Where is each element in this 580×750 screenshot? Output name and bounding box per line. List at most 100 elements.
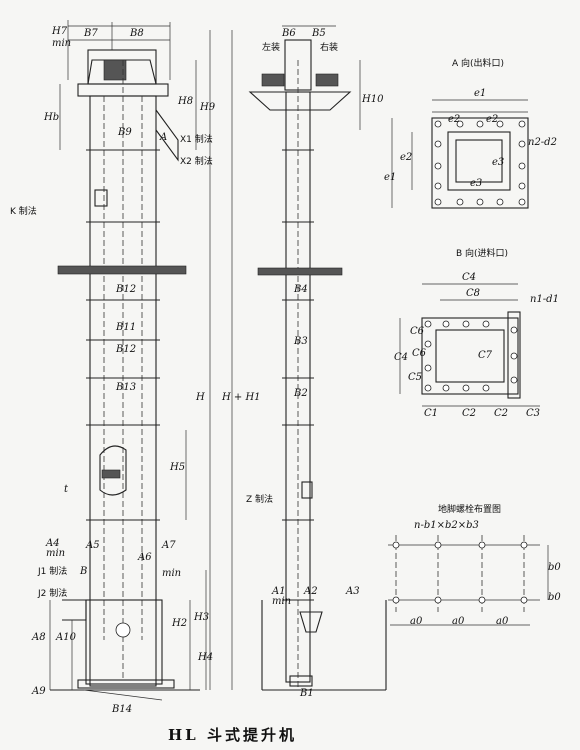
bolt-hole (434, 198, 442, 206)
side-dim-label: B6 (281, 28, 296, 39)
front-dim-label: H9 (199, 102, 216, 113)
bolt-hole (392, 541, 400, 549)
bolt-hole (496, 198, 504, 206)
front-dim-label: H5 (169, 462, 185, 473)
front-dim-label: B14 (111, 704, 132, 715)
side-dim-label: B2 (293, 388, 308, 399)
front-dim-label: A9 (31, 686, 46, 697)
front-dim-label: A7 (161, 540, 176, 551)
front-dim-label: B12 (115, 344, 136, 355)
front-dim-label: B8 (129, 28, 144, 39)
view-a-dim-label: e2 (486, 114, 498, 125)
anchor-dim-label: b0 (548, 562, 561, 573)
bolt-hole (520, 596, 528, 604)
view-a-dim-label: e2 (448, 114, 460, 125)
bolt-hole (456, 120, 464, 128)
side-dim-label: B1 (299, 688, 314, 699)
view-a-dim-label: e1 (384, 172, 396, 183)
view-b-dim-label: n1-d1 (530, 294, 559, 305)
view-b-dim-label: C5 (408, 372, 422, 383)
front-dim-label: H2 (171, 618, 187, 629)
view-b-title: B 向(进料口) (456, 247, 508, 259)
front-dim-label: B13 (115, 382, 136, 393)
view-a-outlet (391, 99, 529, 209)
bolt-hole (424, 320, 432, 328)
front-dim-label: H + H1 (221, 392, 261, 403)
front-dim-label: B9 (117, 127, 132, 138)
view-b-dim-label: C6 (412, 348, 427, 359)
side-dim-label: min (272, 596, 291, 607)
bolt-hole (392, 596, 400, 604)
front-dim-label: B12 (115, 284, 136, 295)
view-a-dim-label: e3 (470, 178, 482, 189)
j1-note: J1 制法 (37, 565, 67, 577)
bolt-hole (478, 596, 486, 604)
view-b-inlet (399, 283, 540, 407)
bolt-hole (518, 120, 526, 128)
front-dim-label: H4 (197, 652, 213, 663)
anchor-dim-label: a0 (452, 616, 465, 627)
front-dim-label: H8 (177, 96, 193, 107)
bolt-hole (442, 320, 450, 328)
side-view (248, 25, 387, 691)
anchor-layout-title: 地脚螺栓布置图 (438, 503, 501, 515)
x1-note: X1 制法 (180, 133, 213, 145)
bolt-hole (510, 326, 518, 334)
bolt-hole (510, 352, 518, 360)
side-dim-label: A3 (345, 586, 360, 597)
bolt-hole (434, 541, 442, 549)
bolt-hole (482, 384, 490, 392)
view-a-dim-label: e2 (400, 152, 412, 163)
bolt-hole (434, 182, 442, 190)
bolt-hole (434, 596, 442, 604)
left-mount-label: 左装 (262, 41, 280, 53)
bolt-hole (462, 320, 470, 328)
view-b-dim-label: C6 (410, 326, 425, 337)
side-dim-label: A1 (271, 586, 286, 597)
front-dim-label: H3 (193, 612, 209, 623)
front-dim-label: A5 (85, 540, 100, 551)
side-dim-label: H10 (361, 94, 384, 105)
side-dim-label: B4 (293, 284, 308, 295)
bolt-hole (482, 320, 490, 328)
bolt-hole (434, 140, 442, 148)
bolt-hole (424, 364, 432, 372)
k-note: K 制法 (10, 205, 37, 217)
x2-note: X2 制法 (180, 155, 213, 167)
front-dim-label: Hb (43, 112, 59, 123)
view-b-dim-label: C1 (424, 408, 438, 419)
bolt-hole (518, 162, 526, 170)
bolt-hole (478, 541, 486, 549)
view-b-dim-label: C4 (394, 352, 408, 363)
anchor-bolt-layout (388, 535, 549, 626)
view-b-dim-label: C8 (466, 288, 480, 299)
side-dim-label: B5 (311, 28, 326, 39)
front-dim-label: A8 (31, 632, 46, 643)
bolt-hole (424, 384, 432, 392)
front-dim-label: min (46, 548, 65, 559)
view-a-dim-label: e1 (474, 88, 486, 99)
drawing-title: HL 斗式提升机 (168, 726, 297, 744)
anchor-dim-label: b0 (548, 592, 561, 603)
side-dim-label: B3 (293, 336, 308, 347)
bolt-hole (462, 384, 470, 392)
front-dim-label: B11 (115, 322, 136, 333)
right-mount-label: 右装 (320, 41, 338, 53)
front-dim-label: B7 (83, 28, 98, 39)
bolt-hole (442, 384, 450, 392)
front-dim-label: A4 (45, 538, 60, 549)
front-dim-label: A (159, 132, 167, 143)
bolt-hole (476, 120, 484, 128)
side-dim-label: A2 (303, 586, 318, 597)
bolt-hole (518, 198, 526, 206)
view-b-dim-label: C2 (462, 408, 476, 419)
bolt-hole (456, 198, 464, 206)
view-b-dim-label: C2 (494, 408, 508, 419)
front-dim-label: B (79, 566, 87, 577)
view-b-dim-label: C3 (526, 408, 540, 419)
anchor-dim-label: a0 (410, 616, 423, 627)
z-note: Z 制法 (246, 493, 273, 505)
